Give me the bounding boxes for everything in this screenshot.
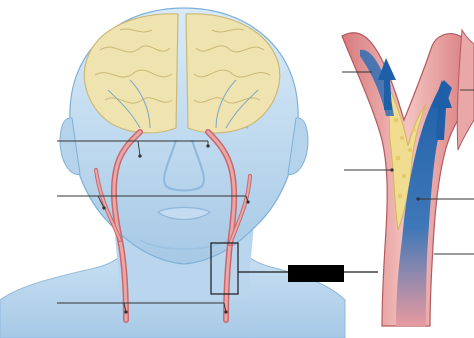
carotid-cross-section: [342, 30, 474, 326]
redacted-label-box: [288, 265, 344, 282]
